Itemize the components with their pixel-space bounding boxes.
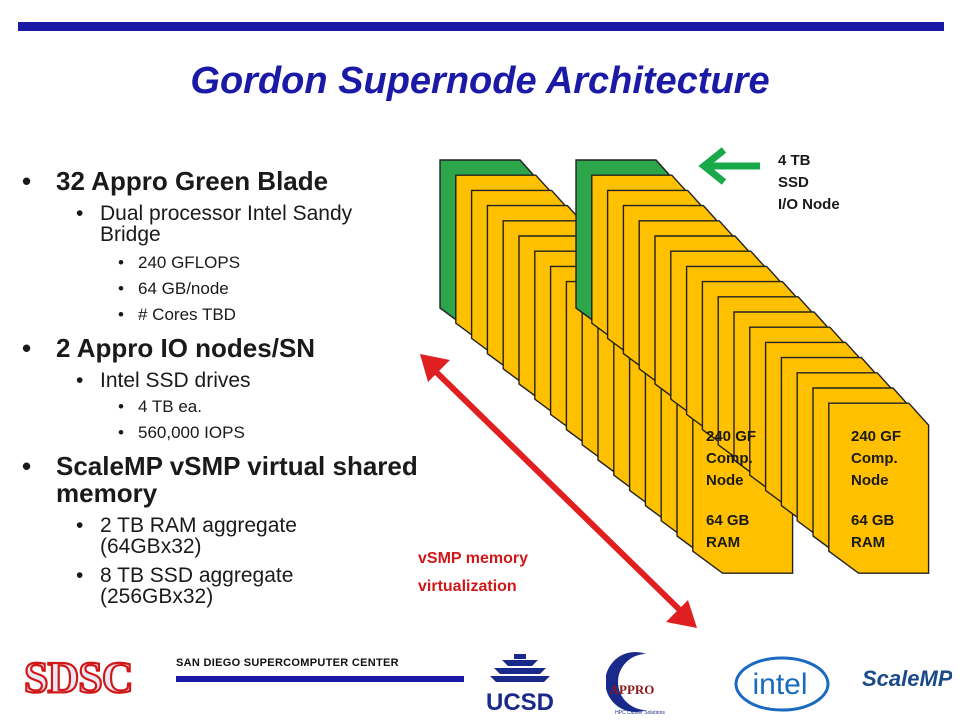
bullet-vsmp: ScaleMP vSMP virtual shared memory [22,453,426,507]
bullet-4tb: 4 TB ea. [22,397,422,417]
bullet-ram-aggregate: 2 TB RAM aggregate (64GBx32) [22,515,400,557]
intel-logo: intel [734,656,830,712]
center-name: SAN DIEGO SUPERCOMPUTER CENTER [176,657,399,669]
top-accent-bar [18,22,944,31]
scalemp-logo: ScaleMP [862,666,952,691]
vsmp-label: vSMP memory virtualization [418,550,528,595]
io-node-arrow-icon [698,147,760,185]
bullet-list: 32 Appro Green Blade Dual processor Inte… [22,168,422,608]
comp-node-label-right: 240 GF Comp. Node 64 GB RAM [851,428,902,551]
svg-text:ScaleMP: ScaleMP [862,666,952,691]
bullet-ssd-aggregate: 8 TB SSD aggregate (256GBx32) [22,565,400,607]
footer-accent-bar [176,676,464,682]
sdsc-logo: SDSC [24,654,135,698]
svg-text:APPRO: APPRO [610,682,655,697]
svg-text:SDSC: SDSC [24,654,133,698]
blade-stack-right [575,159,930,574]
bullet-gb-node: 64 GB/node [22,279,422,299]
svg-text:HPC Cluster Solutions: HPC Cluster Solutions [615,710,665,716]
slide-title: Gordon Supernode Architecture [190,60,770,102]
vsmp-double-arrow-icon [420,354,697,628]
bullet-cores: # Cores TBD [22,305,422,325]
io-node-label: 4 TB SSD I/O Node [778,152,840,213]
compute-blade [828,402,930,574]
svg-text:intel: intel [752,668,807,701]
bullet-blades: 32 Appro Green Blade [22,168,422,196]
bullet-iops: 560,000 IOPS [22,423,422,443]
bullet-gflops: 240 GFLOPS [22,253,422,273]
comp-node-label-left: 240 GF Comp. Node 64 GB RAM [706,428,757,551]
bullet-io-nodes: 2 Appro IO nodes/SN [22,335,422,363]
svg-text:UCSD: UCSD [486,689,554,714]
bullet-blades-cpu: Dual processor Intel Sandy Bridge [22,203,400,245]
ucsd-logo: UCSD [486,654,554,714]
appro-logo: APPRO HPC Cluster Solutions [606,652,665,716]
bullet-ssd-drives: Intel SSD drives [22,370,422,391]
